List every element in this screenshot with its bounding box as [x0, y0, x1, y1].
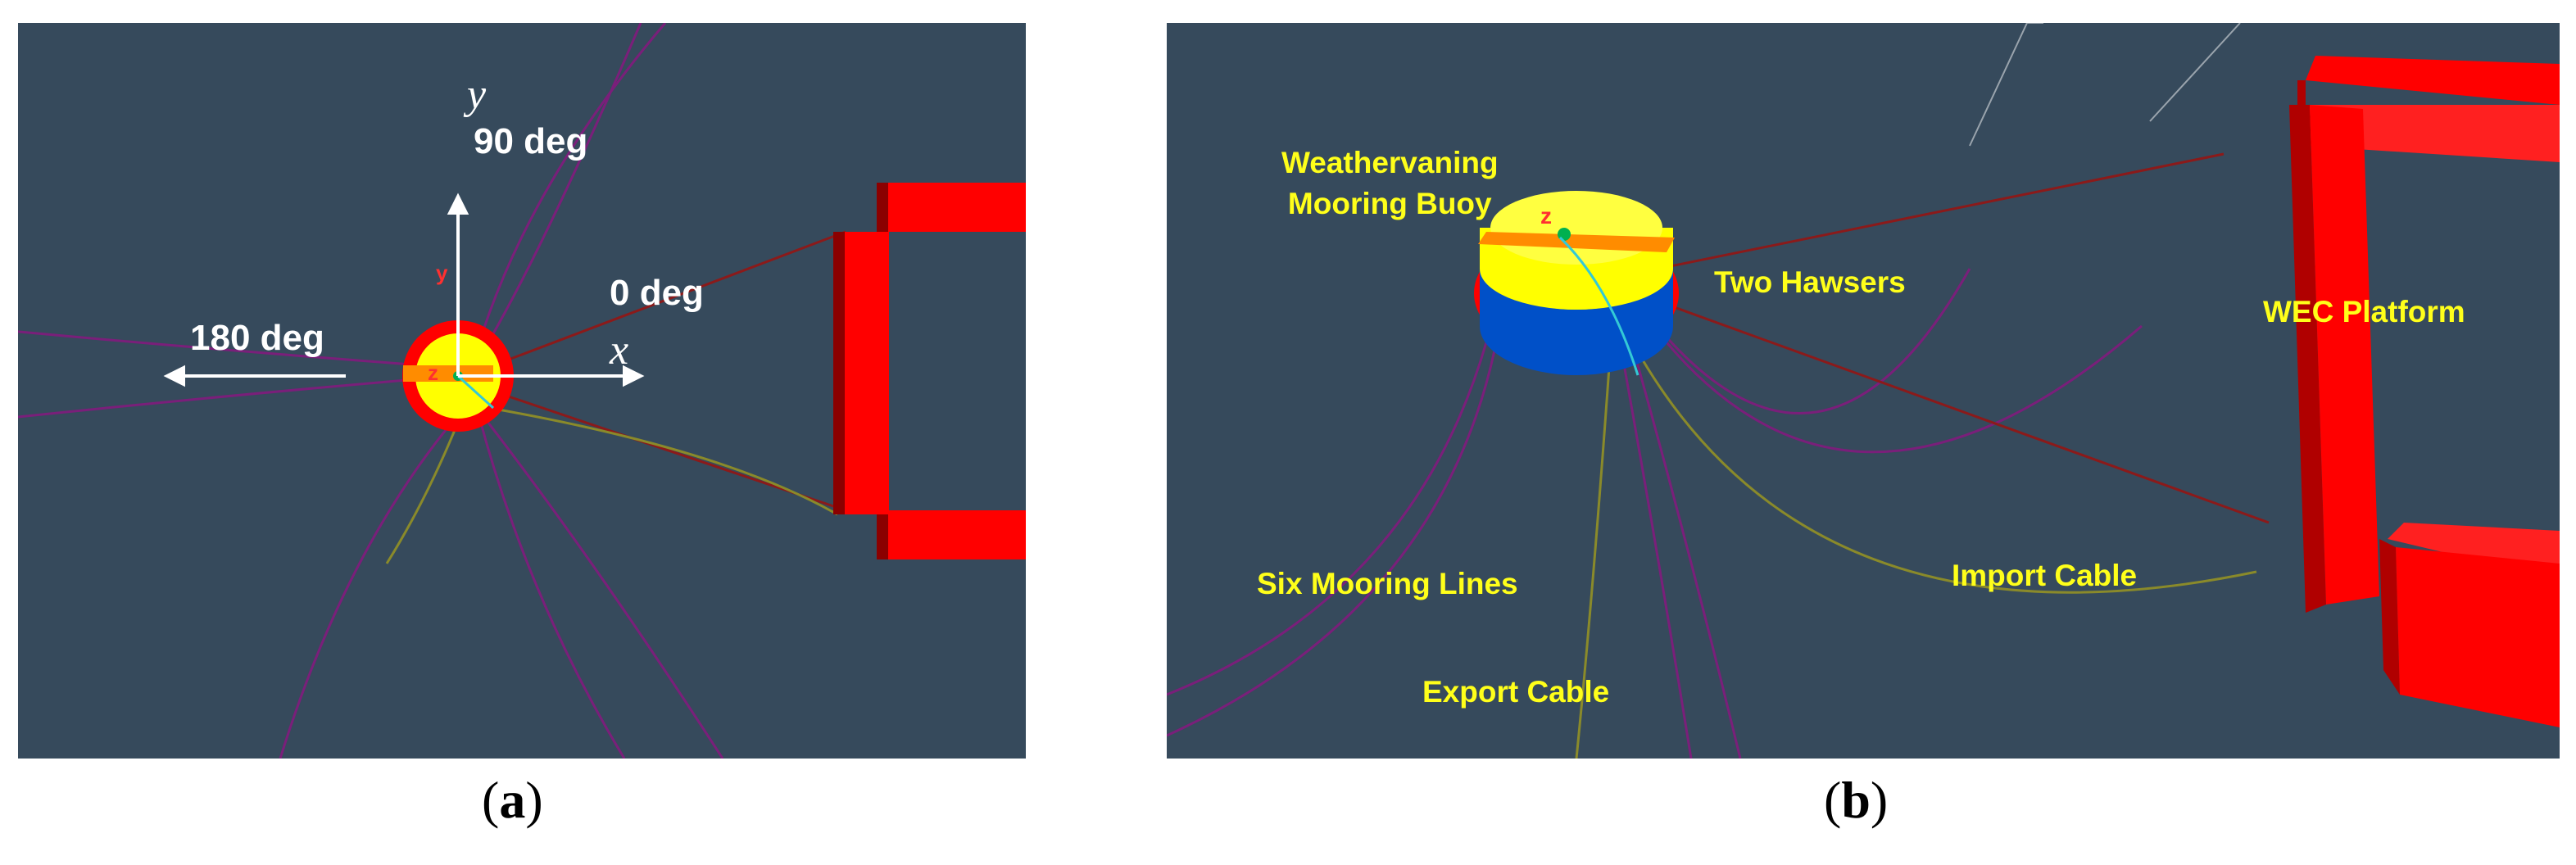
wec-platform: [833, 183, 1026, 559]
mooring-line-4: [1632, 350, 1742, 759]
label-buoy-line-1: Weathervaning: [1281, 146, 1499, 179]
mooring-line-4: [18, 375, 445, 419]
cables: [1575, 358, 2257, 759]
label-import-cable: Import Cable: [1952, 559, 2138, 592]
label-0-deg: 0 deg: [610, 273, 704, 313]
mooring-line-5: [1649, 268, 1971, 415]
hawser-1: [488, 230, 846, 369]
mooring-lines: [1167, 268, 2143, 759]
label-buoy-line-2: Mooring Buoy: [1287, 187, 1492, 220]
label-180-deg: 180 deg: [190, 318, 324, 358]
guide-lines: [1969, 23, 2241, 147]
panel-b-scene: [1167, 23, 2560, 759]
label-weathervaning-buoy: Weathervaning Mooring Buoy: [1281, 143, 1499, 224]
label-90-deg: 90 deg: [474, 121, 588, 161]
buoy-z-marker: z: [1540, 203, 1552, 229]
hawser-2: [1658, 300, 2270, 524]
mooring-line-6: [475, 407, 626, 759]
mooring-line-6: [1649, 321, 2143, 454]
mooring-line-3: [18, 330, 445, 369]
mooring-lines: [18, 23, 724, 759]
export-cable: [385, 415, 462, 564]
export-cable: [1575, 366, 1611, 759]
panel-a-top-view: y x 90 deg 0 deg 180 deg y z: [18, 23, 1026, 759]
panel-a-scene: [18, 23, 1026, 759]
import-cable: [488, 406, 838, 516]
hawser-1: [1658, 152, 2225, 270]
import-cable: [1640, 358, 2257, 594]
label-two-hawsers: Two Hawsers: [1714, 265, 1906, 299]
y-axis-label: y: [467, 71, 487, 118]
mooring-line-5: [475, 407, 724, 759]
panel-b-perspective-view: Weathervaning Mooring Buoy z Two Hawsers…: [1167, 23, 2560, 759]
caption-b: (b): [1824, 771, 1889, 829]
axis-arrows: [163, 192, 645, 387]
mooring-line-7: [279, 411, 462, 759]
mooring-line-1: [1167, 342, 1488, 696]
mooring-line-2: [479, 23, 642, 356]
label-export-cable: Export Cable: [1422, 675, 1610, 709]
label-wec-platform: WEC Platform: [2263, 295, 2465, 328]
buoy-y-marker: y: [436, 260, 448, 285]
x-axis-label: x: [610, 327, 629, 374]
cables: [385, 406, 838, 564]
mooring-buoy: [1474, 191, 1679, 376]
mooring-line-3: [1620, 350, 1693, 759]
buoy-z-marker: z: [428, 360, 438, 385]
label-six-mooring-lines: Six Mooring Lines: [1257, 567, 1518, 600]
hawsers: [1658, 152, 2270, 524]
wec-platform: [2289, 56, 2560, 727]
mooring-line-1: [475, 23, 667, 351]
caption-a: (a): [482, 771, 543, 829]
mooring-line-2: [1167, 350, 1496, 737]
